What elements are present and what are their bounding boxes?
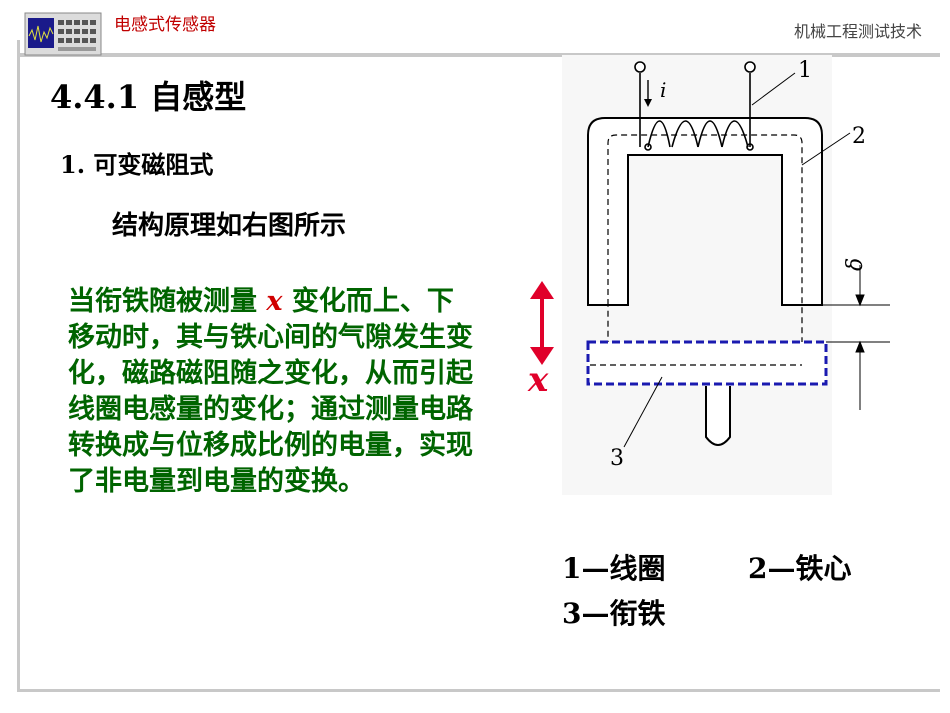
frame-bottom-rule <box>17 689 940 692</box>
frame-left-rule <box>17 40 20 692</box>
legend-coil: 1—线圈 <box>562 552 666 585</box>
flux-path-dashed <box>607 134 803 366</box>
leader-1 <box>751 72 796 106</box>
frame-top-rule <box>20 53 940 57</box>
subsection-title: 1. 可变磁阻式 <box>60 150 214 179</box>
section-title: 4.4.1 自感型 <box>50 78 247 116</box>
description-variable: x <box>266 286 283 317</box>
label-3: 3 <box>610 446 624 471</box>
course-title: 电感式传感器 <box>114 15 216 35</box>
description-before: 当衔铁随被测量 <box>68 286 267 317</box>
leader-3 <box>623 376 663 448</box>
iron-core <box>587 117 823 306</box>
intro-text: 结构原理如右图所示 <box>112 211 347 241</box>
inductive-sensor-diagram: i 1 2 δ 3 x <box>527 55 890 495</box>
instrument-logo-icon <box>24 12 102 56</box>
motion-arrow <box>530 281 554 365</box>
label-1: 1 <box>798 58 812 83</box>
legend-core: 2—铁心 <box>748 552 852 585</box>
description-after: 变化而上、下移动时，其与铁心间的气隙发生变化，磁路磁阻随之变化，从而引起线圈电感… <box>68 286 473 497</box>
leader-2 <box>801 132 851 166</box>
label-delta: δ <box>843 258 868 271</box>
description-paragraph: 当衔铁随被测量 x 变化而上、下移动时，其与铁心间的气隙发生变化，磁路磁阻随之变… <box>68 284 478 500</box>
armature-rod <box>705 386 731 446</box>
label-2: 2 <box>852 124 866 149</box>
armature <box>586 340 828 386</box>
course-name: 机械工程测试技术 <box>793 22 922 41</box>
current-arrowhead <box>644 99 652 107</box>
label-current: i <box>660 78 666 102</box>
coil-windings <box>634 61 756 151</box>
label-x: x <box>527 360 549 400</box>
gap-dimension <box>822 265 890 410</box>
legend-armature: 3—衔铁 <box>562 597 666 630</box>
